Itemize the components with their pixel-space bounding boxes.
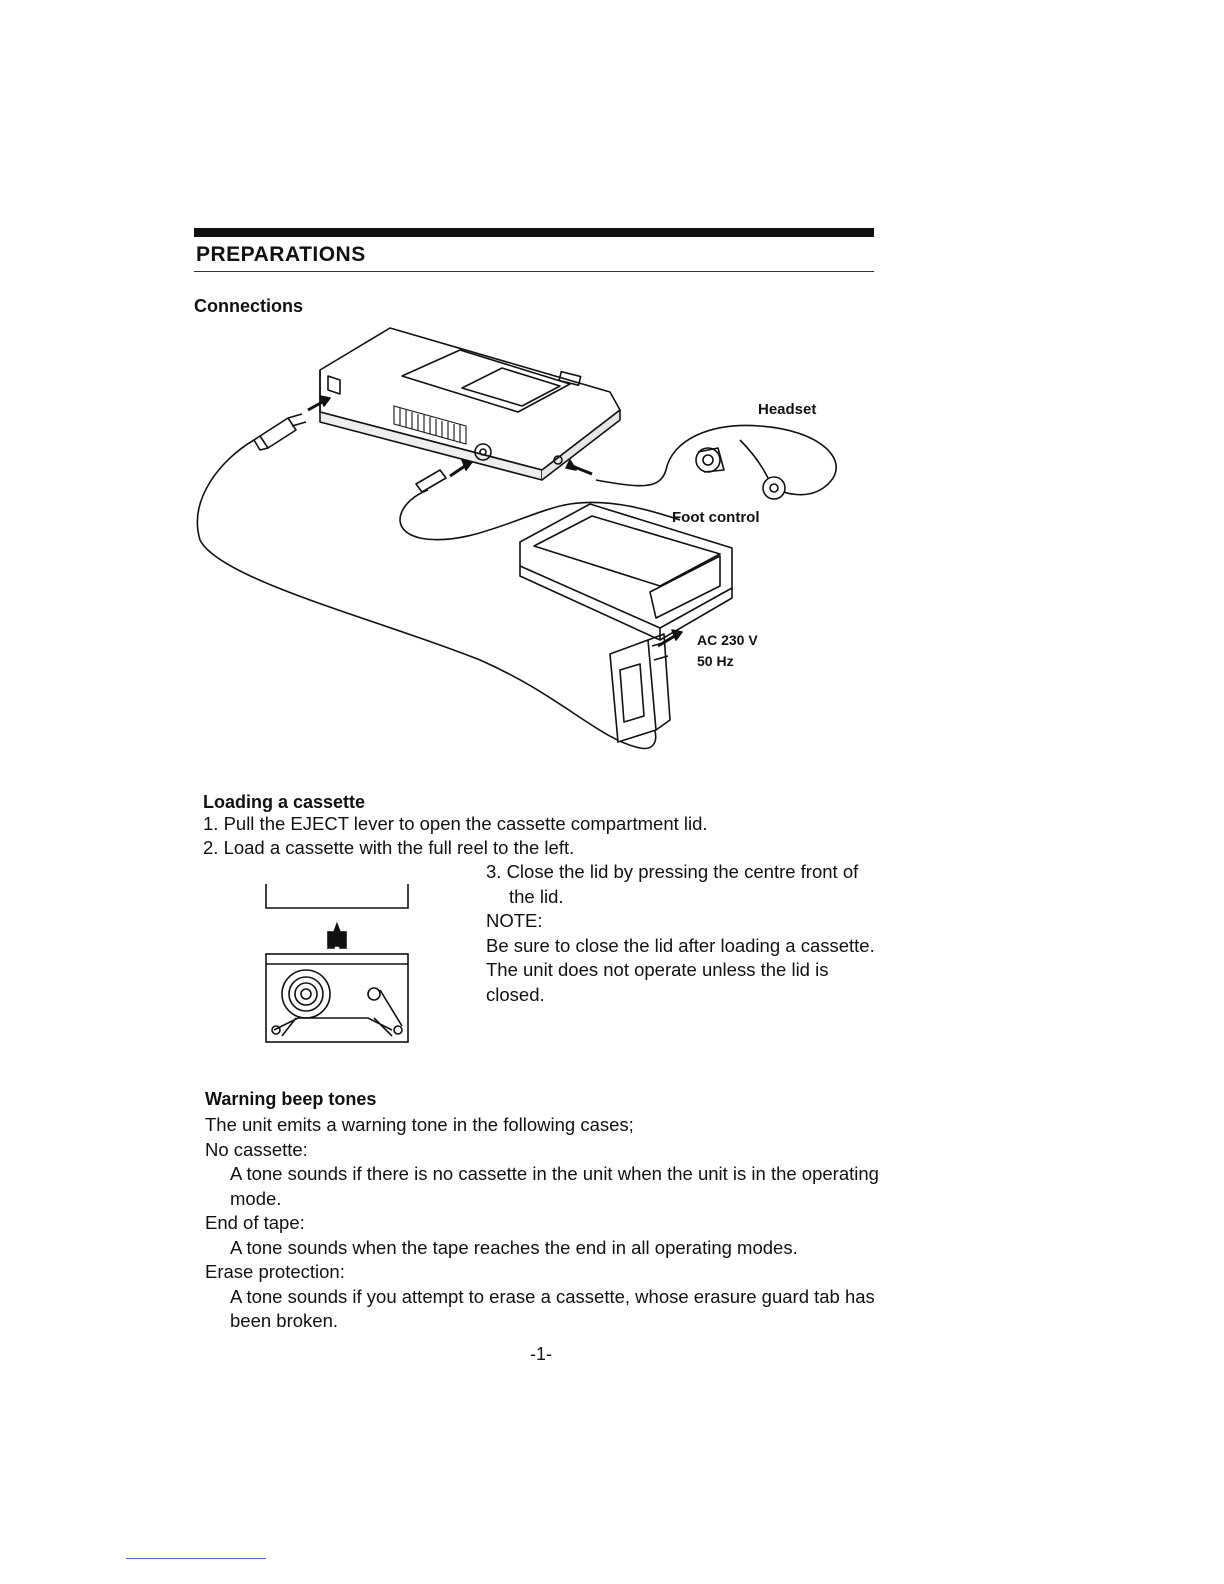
ac-voltage-label: AC 230 V xyxy=(697,632,758,648)
connections-diagram xyxy=(196,327,837,750)
recorder-illustration xyxy=(319,327,621,481)
page-title: PREPARATIONS xyxy=(196,243,366,266)
case-end-of-tape-label: End of tape: xyxy=(205,1212,305,1233)
case-end-of-tape-text: A tone sounds when the tape reaches the … xyxy=(230,1236,798,1258)
loading-heading: Loading a cassette xyxy=(203,792,366,812)
header-bar xyxy=(194,228,874,237)
foot-control-label: Foot control xyxy=(672,509,760,526)
cassette-loading-illustration xyxy=(265,884,409,1043)
ac-adapter-illustration xyxy=(609,633,671,743)
warning-heading: Warning beep tones xyxy=(205,1089,377,1109)
loading-step-3-and-note: 3. Close the lid by pressing the centre … xyxy=(486,860,886,1007)
case-no-cassette-label: No cassette: xyxy=(205,1138,308,1160)
case-erase-protection-label: Erase protection: xyxy=(205,1261,345,1282)
warning-section: The unit emits a warning tone in the fol… xyxy=(205,1113,895,1334)
ac-frequency-label: 50 Hz xyxy=(697,653,734,669)
warning-intro: The unit emits a warning tone in the fol… xyxy=(205,1114,634,1135)
step-3-line-2: the lid. xyxy=(509,885,564,907)
step-2: 2. Load a cassette with the full reel to… xyxy=(203,837,575,858)
loading-steps: 1. Pull the EJECT lever to open the cass… xyxy=(203,812,708,860)
connections-heading: Connections xyxy=(194,296,304,316)
headset-label: Headset xyxy=(758,401,817,418)
step-3-line-1: 3. Close the lid by pressing the centre … xyxy=(486,861,859,882)
note-label: NOTE: xyxy=(486,910,543,931)
title-rule xyxy=(194,271,874,272)
headset-illustration xyxy=(695,439,786,500)
case-no-cassette-text: A tone sounds if there is no cassette in… xyxy=(230,1163,879,1209)
foot-control-illustration xyxy=(519,503,733,641)
note-text: Be sure to close the lid after loading a… xyxy=(486,934,875,1005)
case-erase-protection-text: A tone sounds if you attempt to erase a … xyxy=(230,1285,875,1332)
page-number: -1- xyxy=(530,1344,552,1364)
step-1: 1. Pull the EJECT lever to open the cass… xyxy=(203,813,708,834)
footer-rule xyxy=(126,1558,266,1559)
